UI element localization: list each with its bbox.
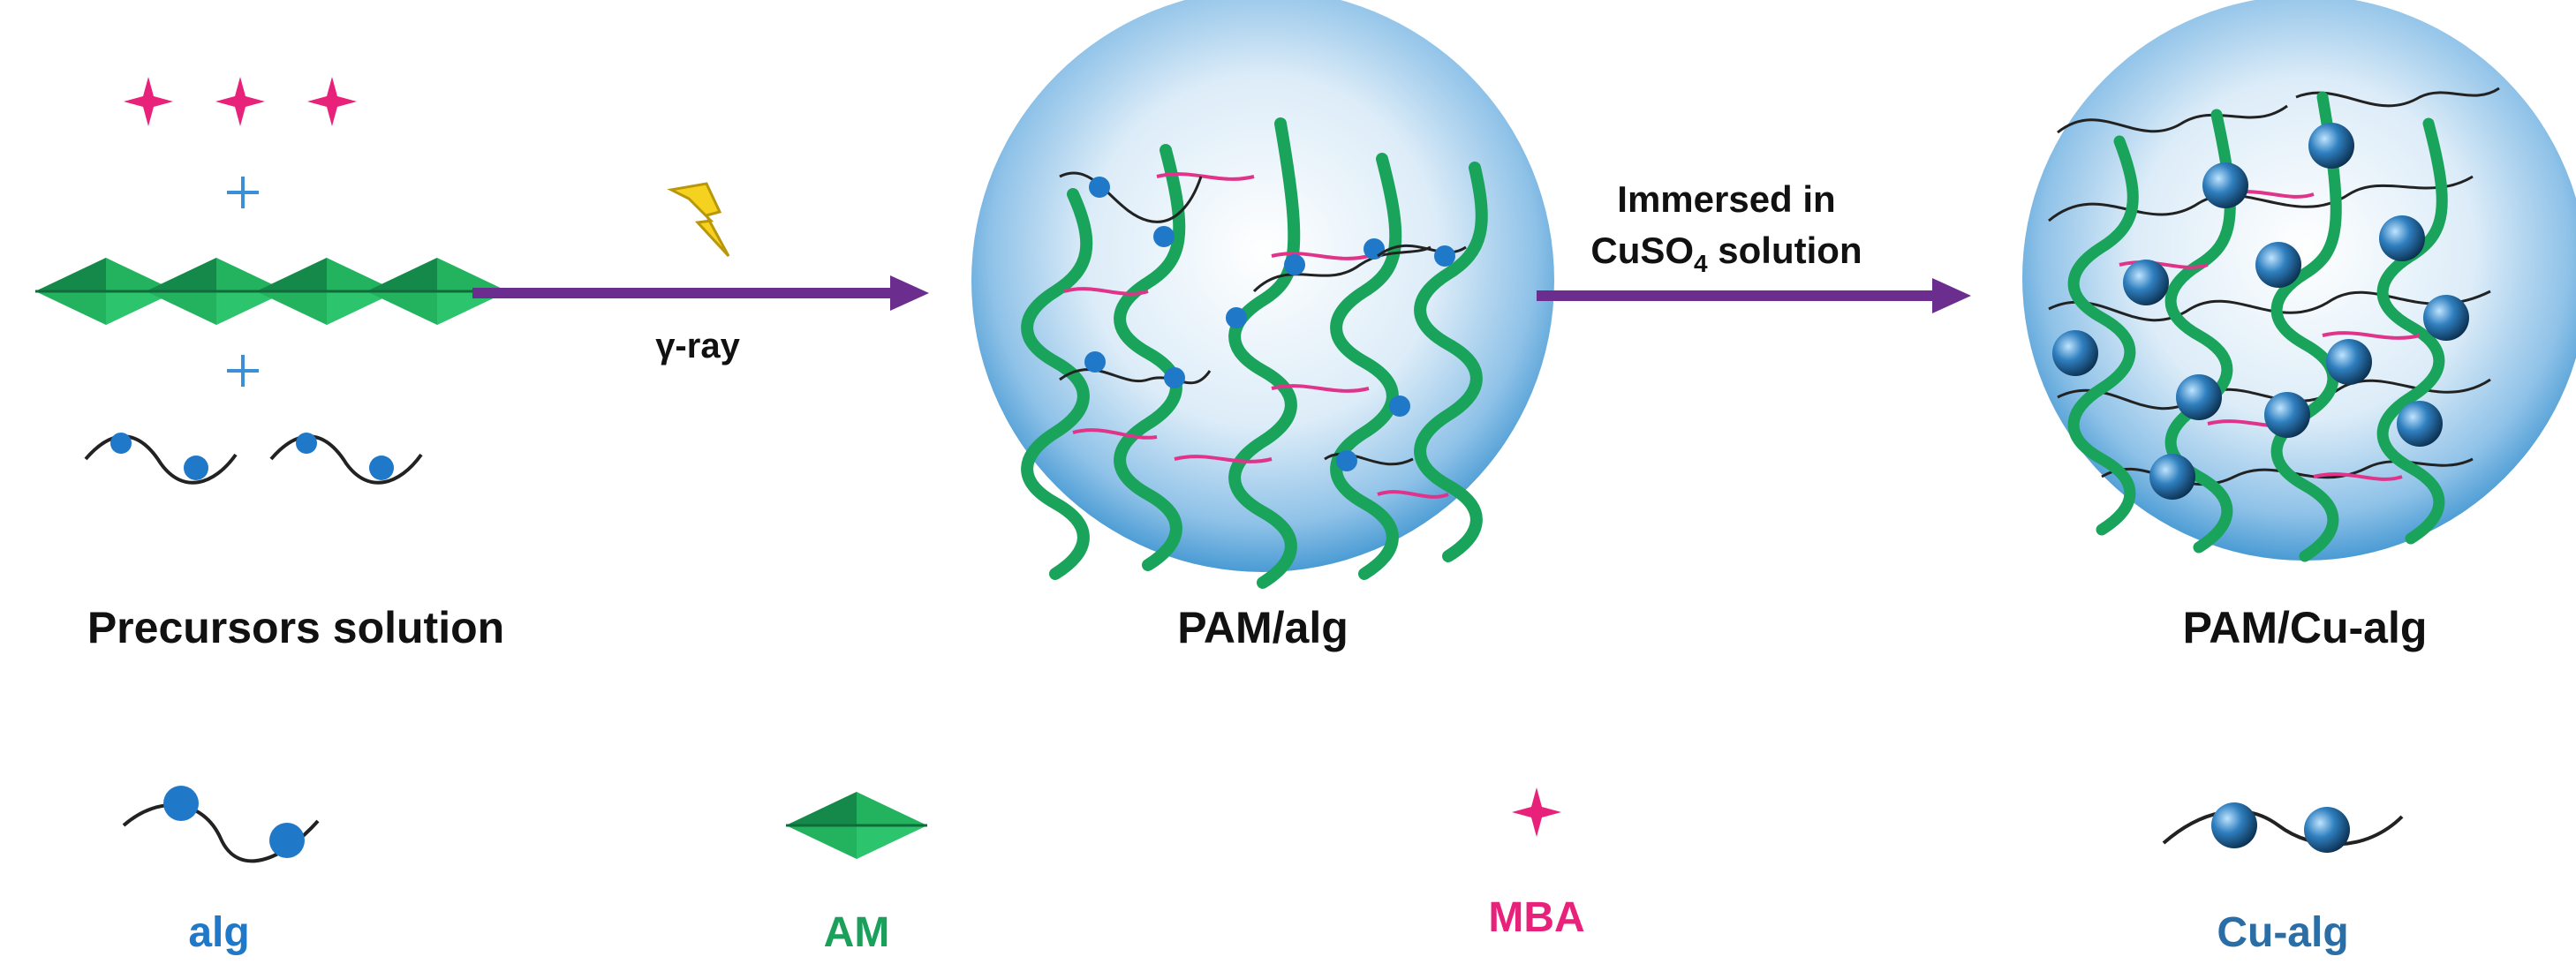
arrow-icon bbox=[1537, 278, 1971, 313]
legend-cu-alg-label: Cu-alg bbox=[2217, 909, 2348, 956]
gamma-ray-label: γ-ray bbox=[655, 327, 740, 365]
pam-cu-alg-label: PAM/Cu-alg bbox=[2183, 603, 2428, 652]
pam-cu-alg-sphere bbox=[2022, 0, 2576, 562]
legend-cu-alg-icon bbox=[2162, 802, 2404, 853]
legend-alg-icon bbox=[122, 786, 320, 863]
mba-crosslinker-icon bbox=[215, 77, 265, 126]
mba-crosslinker-icon bbox=[124, 77, 173, 126]
cuso4-label: CuSO4 solution bbox=[1590, 230, 1862, 277]
legend-am-icon bbox=[784, 790, 929, 861]
precursors-group bbox=[34, 77, 510, 485]
mba-crosslinker-icon bbox=[307, 77, 357, 126]
plus-icon bbox=[225, 175, 261, 210]
legend-alg-label: alg bbox=[188, 909, 249, 956]
precursors-label: Precursors solution bbox=[87, 603, 504, 652]
alg-chain-icon bbox=[84, 431, 238, 485]
legend-mba-icon bbox=[1512, 787, 1561, 837]
pam-alg-label: PAM/alg bbox=[1177, 603, 1348, 652]
plus-icon bbox=[225, 353, 261, 388]
immersed-label: Immersed in bbox=[1617, 178, 1835, 220]
pam-alg-sphere bbox=[971, 0, 1554, 589]
legend-mba-label: MBA bbox=[1488, 894, 1584, 941]
alg-chain-icon bbox=[269, 431, 423, 485]
lightning-icon bbox=[667, 182, 730, 258]
legend-am-label: AM bbox=[824, 909, 890, 956]
arrow-icon bbox=[472, 275, 929, 311]
